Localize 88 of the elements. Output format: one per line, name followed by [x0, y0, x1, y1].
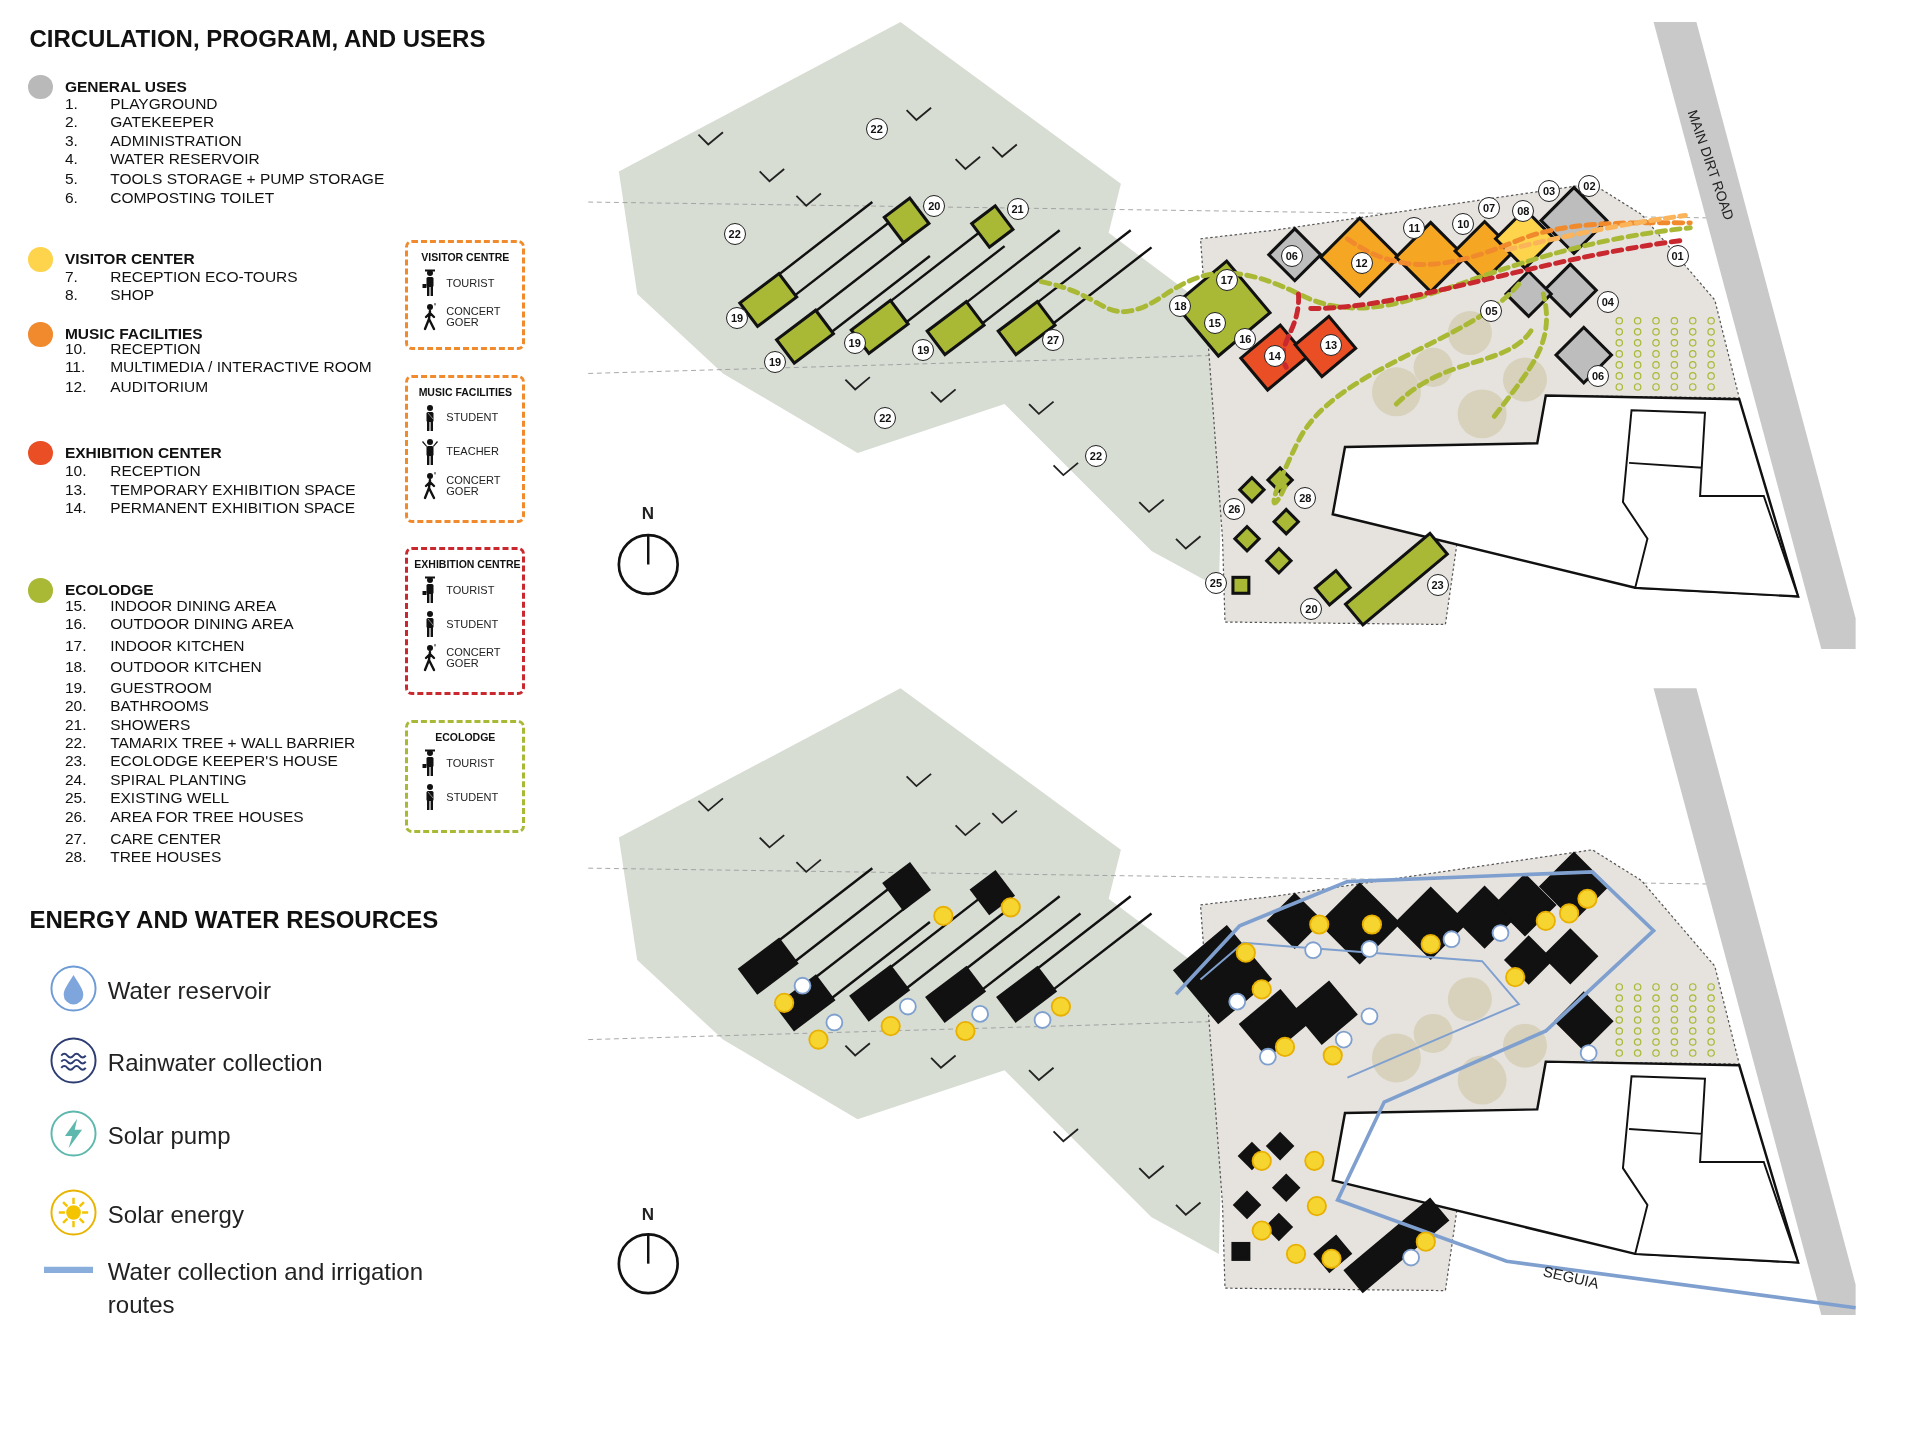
- program-item: INDOOR DINING AREA: [110, 596, 277, 615]
- program-item: MULTIMEDIA / INTERACTIVE ROOM: [110, 358, 372, 377]
- program-item: ADMINISTRATION: [110, 131, 242, 150]
- legend-label: Water collection and irrigation routes: [107, 1257, 425, 1321]
- callout-number: 02: [1578, 175, 1601, 198]
- program-item: SHOWERS: [110, 715, 191, 734]
- item-number: 4.: [64, 150, 78, 168]
- program-item: RECEPTION: [110, 462, 201, 481]
- item-number: 22.: [64, 734, 87, 753]
- user-group-box: [405, 547, 526, 696]
- item-number: 12.: [64, 377, 87, 396]
- item-number: 18.: [64, 658, 87, 677]
- legend-label: Water reservoir: [107, 975, 272, 1006]
- program-item: OUTDOOR KITCHEN: [110, 658, 262, 677]
- north-label: N: [641, 1204, 654, 1225]
- user-label: TOURIST: [446, 584, 496, 596]
- road-label: MAIN DIRT ROAD: [1684, 108, 1737, 223]
- item-number: 6.: [64, 189, 78, 208]
- north-label: N: [641, 504, 654, 525]
- legend-label: VISITOR CENTER: [64, 250, 195, 269]
- program-item: COMPOSTING TOILET: [110, 189, 275, 208]
- item-number: 7.: [64, 267, 78, 286]
- item-number: 11.: [64, 358, 86, 377]
- box-heading: ECOLODGE: [434, 731, 497, 743]
- user-group-box: [405, 720, 526, 833]
- item-number: 28.: [64, 848, 87, 866]
- program-item: PERMANENT EXHIBITION SPACE: [110, 499, 356, 517]
- legend-label: ECOLODGE: [64, 581, 154, 599]
- item-number: 16.: [64, 615, 87, 634]
- program-item: EXISTING WELL: [110, 789, 230, 808]
- legend-label: Solar pump: [107, 1121, 232, 1152]
- program-item: AUDITORIUM: [110, 377, 209, 396]
- item-number: 2.: [64, 113, 78, 132]
- item-number: 19.: [64, 679, 87, 697]
- program-item: GATEKEEPER: [110, 113, 215, 132]
- program-item: GUESTROOM: [110, 679, 212, 697]
- program-item: TEMPORARY EXHIBITION SPACE: [110, 480, 356, 499]
- program-item: RECEPTION ECO-TOURS: [110, 267, 298, 286]
- legend-label: GENERAL USES: [64, 77, 187, 96]
- legend-label: Rainwater collection: [107, 1047, 324, 1078]
- program-item: INDOOR KITCHEN: [110, 637, 245, 656]
- item-number: 15.: [64, 596, 87, 615]
- item-number: 20.: [64, 697, 87, 716]
- program-item: TREE HOUSES: [110, 848, 222, 866]
- user-group-box: [405, 240, 526, 351]
- user-label: TOURIST: [446, 757, 496, 769]
- item-number: 21.: [64, 715, 87, 734]
- program-item: SPIRAL PLANTING: [110, 770, 247, 789]
- program-item: ECOLODGE KEEPER'S HOUSE: [110, 752, 338, 771]
- program-item: CARE CENTER: [110, 829, 222, 848]
- box-heading: VISITOR CENTRE: [420, 251, 511, 263]
- user-group-box: [405, 374, 526, 523]
- section-heading: ENERGY AND WATER RESOURCES: [29, 906, 439, 935]
- program-item: BATHROOMS: [110, 697, 209, 716]
- user-label: CONCERT GOER: [446, 306, 502, 328]
- program-item: TOOLS STORAGE + PUMP STORAGE: [110, 169, 385, 188]
- legend-label: EXHIBITION CENTER: [64, 443, 222, 462]
- item-number: 14.: [64, 499, 87, 517]
- canal-label: SEGUIA: [1541, 1262, 1601, 1292]
- program-item: PLAYGROUND: [110, 94, 218, 113]
- legend-label: Solar energy: [107, 1199, 245, 1230]
- program-item: SHOP: [110, 285, 155, 304]
- item-number: 25.: [64, 789, 87, 808]
- diagram-title: CIRCULATION, PROGRAM, AND USERS: [29, 24, 486, 53]
- program-item: TAMARIX TREE + WALL BARRIER: [110, 734, 356, 753]
- item-number: 5.: [64, 169, 78, 188]
- user-label: TOURIST: [446, 277, 496, 289]
- item-number: 17.: [64, 637, 87, 656]
- user-label: CONCERT GOER: [446, 647, 502, 670]
- item-number: 27.: [64, 829, 87, 848]
- item-number: 23.: [64, 752, 87, 771]
- box-heading: MUSIC FACILITIES: [417, 385, 513, 398]
- item-number: 3.: [64, 131, 78, 150]
- program-item: AREA FOR TREE HOUSES: [110, 807, 304, 826]
- user-label: STUDENT: [446, 412, 500, 424]
- program-item: OUTDOOR DINING AREA: [110, 615, 294, 634]
- user-label: CONCERT GOER: [446, 474, 502, 497]
- item-number: 26.: [64, 807, 87, 826]
- item-number: 13.: [64, 480, 87, 499]
- user-label: STUDENT: [446, 618, 500, 630]
- user-label: TEACHER: [446, 446, 500, 458]
- callout-number: 03: [1538, 180, 1560, 202]
- program-item: WATER RESERVOIR: [110, 150, 260, 168]
- item-number: 10.: [64, 462, 87, 481]
- item-number: 8.: [64, 285, 78, 304]
- user-label: STUDENT: [446, 791, 500, 803]
- item-number: 1.: [64, 94, 78, 113]
- item-number: 24.: [64, 770, 87, 789]
